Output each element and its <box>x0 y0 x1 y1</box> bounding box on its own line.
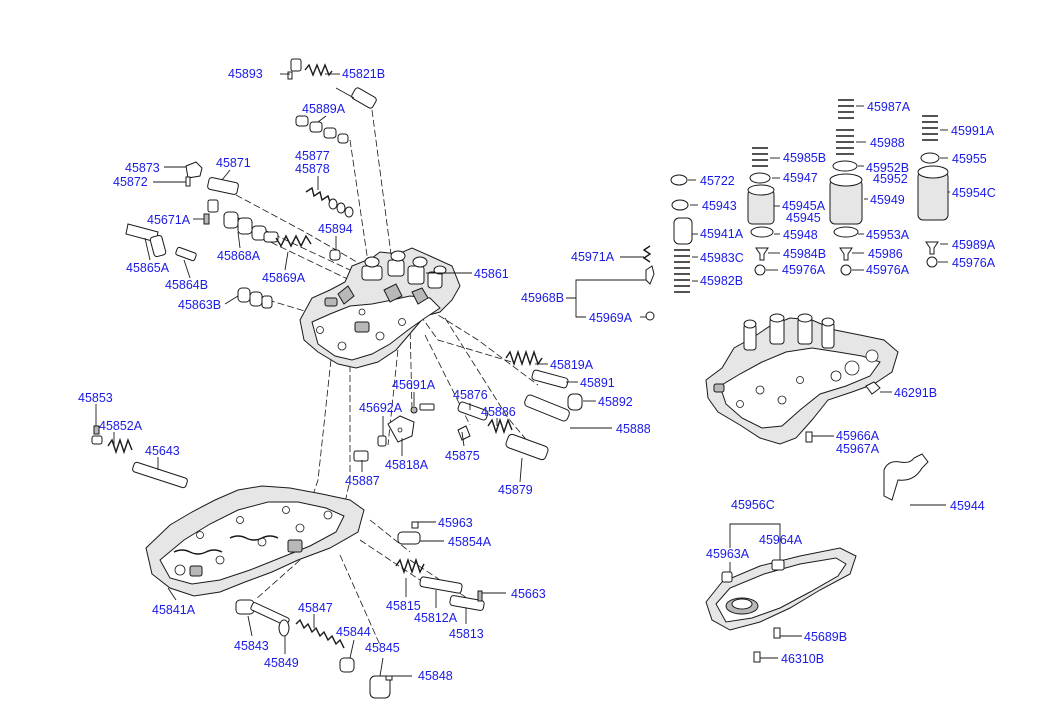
callout-46310B: 46310B <box>781 652 824 666</box>
callout-45841A: 45841A <box>152 603 196 617</box>
callout-45869A: 45869A <box>262 271 306 285</box>
callout-45941A: 45941A <box>700 227 744 241</box>
callout-45986: 45986 <box>868 247 903 261</box>
callout-45663: 45663 <box>511 587 546 601</box>
callout-45863B: 45863B <box>178 298 221 312</box>
callout-45952B: 45952B <box>866 161 909 175</box>
callout-45853: 45853 <box>78 391 113 405</box>
parts-middle <box>353 349 583 462</box>
callout-45861: 45861 <box>474 267 509 281</box>
callout-45944: 45944 <box>950 499 985 513</box>
callout-45886: 45886 <box>481 405 516 419</box>
callout-45976A-2: 45976A <box>866 263 910 277</box>
callout-45872: 45872 <box>113 175 148 189</box>
callout-45671A: 45671A <box>147 213 191 227</box>
callout-45983C: 45983C <box>700 251 744 265</box>
right-valve-body <box>705 313 899 445</box>
callout-46291B: 46291B <box>894 386 937 400</box>
callout-45818A: 45818A <box>385 458 429 472</box>
callout-45952: 45952 <box>873 172 908 186</box>
callout-45967A: 45967A <box>836 442 880 456</box>
callout-45982B: 45982B <box>700 274 743 288</box>
callout-45964A: 45964A <box>759 533 803 547</box>
callout-45966A: 45966A <box>836 429 880 443</box>
callout-45689B: 45689B <box>804 630 847 644</box>
callout-45976A-1: 45976A <box>782 263 826 277</box>
callout-45892: 45892 <box>598 395 633 409</box>
callout-45868A: 45868A <box>217 249 261 263</box>
callout-45984B: 45984B <box>783 247 826 261</box>
callout-45812A: 45812A <box>414 611 458 625</box>
callout-45956C: 45956C <box>731 498 775 512</box>
callout-45849: 45849 <box>264 656 299 670</box>
callout-45847: 45847 <box>298 601 333 615</box>
callout-45893: 45893 <box>228 67 263 81</box>
callout-45955: 45955 <box>952 152 987 166</box>
callout-45845: 45845 <box>365 641 400 655</box>
callout-45948: 45948 <box>783 228 818 242</box>
callout-45871: 45871 <box>216 156 251 170</box>
callout-45987A: 45987A <box>867 100 911 114</box>
callout-45943: 45943 <box>702 199 737 213</box>
callout-45945A: 45945A <box>782 199 826 213</box>
callout-45821B: 45821B <box>342 67 385 81</box>
callout-45875: 45875 <box>445 449 480 463</box>
callout-45876: 45876 <box>453 388 488 402</box>
callout-45963A: 45963A <box>706 547 750 561</box>
callout-45844: 45844 <box>336 625 371 639</box>
callout-45819A: 45819A <box>550 358 594 372</box>
callout-45945: 45945 <box>786 211 821 225</box>
callout-45878: 45878 <box>295 162 330 176</box>
callout-45988: 45988 <box>870 136 905 150</box>
upper-valve-body <box>299 247 461 369</box>
callout-45879: 45879 <box>498 483 533 497</box>
callout-45888: 45888 <box>616 422 651 436</box>
callout-45971A: 45971A <box>571 250 615 264</box>
leader-lines <box>95 73 950 677</box>
callout-45949: 45949 <box>870 193 905 207</box>
callout-45889A: 45889A <box>302 102 346 116</box>
lower-valve-body <box>145 485 365 597</box>
callout-45873: 45873 <box>125 161 160 175</box>
callout-45722: 45722 <box>700 174 735 188</box>
callout-45947: 45947 <box>783 171 818 185</box>
parts-upper-left <box>125 58 377 309</box>
callout-45985B: 45985B <box>783 151 826 165</box>
callout-45954C: 45954C <box>952 186 996 200</box>
callout-45854A: 45854A <box>448 535 492 549</box>
callout-45692A: 45692A <box>359 401 403 415</box>
callout-45963: 45963 <box>438 516 473 530</box>
callout-45852A: 45852A <box>99 419 143 433</box>
callout-45887: 45887 <box>345 474 380 488</box>
callout-45865A: 45865A <box>126 261 170 275</box>
parts-right <box>642 99 949 663</box>
callout-45976A-3: 45976A <box>952 256 996 270</box>
callout-45813: 45813 <box>449 627 484 641</box>
callout-45843: 45843 <box>234 639 269 653</box>
parts-lower-left <box>91 425 485 699</box>
callout-45877: 45877 <box>295 149 330 163</box>
callout-45815: 45815 <box>386 599 421 613</box>
callout-45953A: 45953A <box>866 228 910 242</box>
callout-45691A: 45691A <box>392 378 436 392</box>
callout-45891: 45891 <box>580 376 615 390</box>
callout-45864B: 45864B <box>165 278 208 292</box>
oil-filter <box>705 547 857 631</box>
callout-45991A: 45991A <box>951 124 995 138</box>
callout-labels: 45893 45821B 45889A 45877 45878 45873 45… <box>78 67 996 683</box>
callout-45643: 45643 <box>145 444 180 458</box>
callout-45968B: 45968B <box>521 291 564 305</box>
callout-45989A: 45989A <box>952 238 996 252</box>
callout-45894: 45894 <box>318 222 353 236</box>
callout-45969A: 45969A <box>589 311 633 325</box>
callout-45848: 45848 <box>418 669 453 683</box>
